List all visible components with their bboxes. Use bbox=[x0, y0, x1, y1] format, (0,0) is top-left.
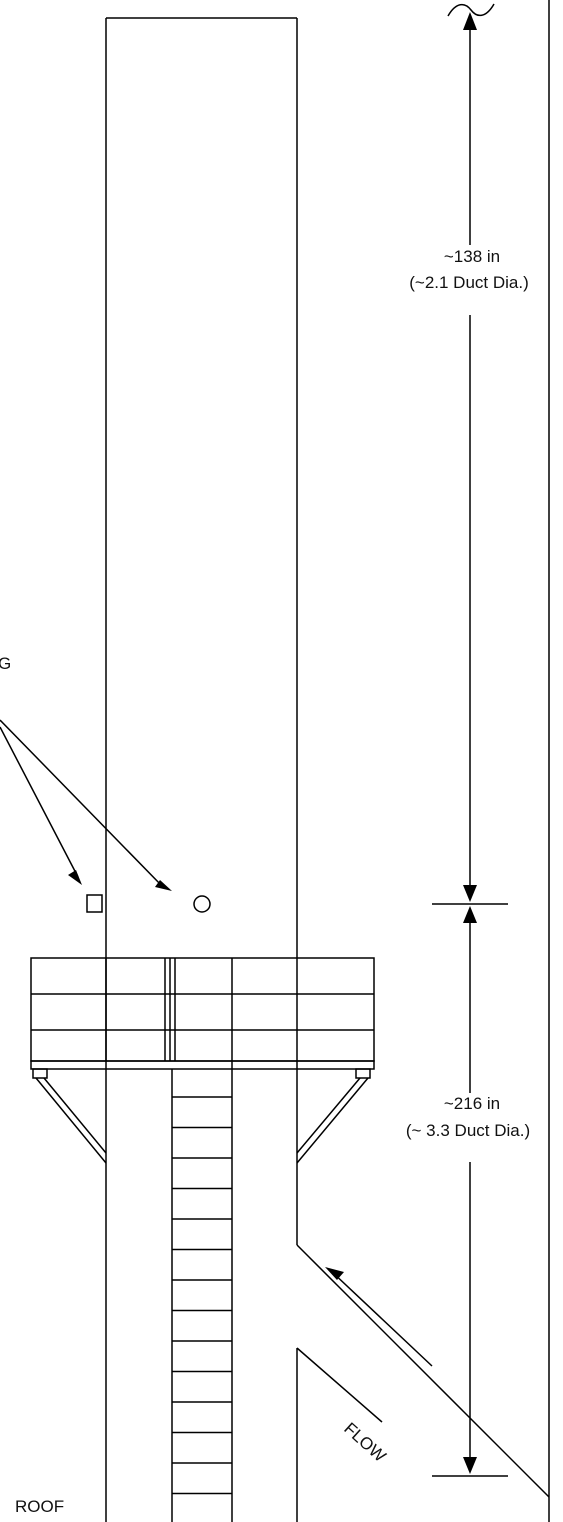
ladder-rungs bbox=[172, 1096, 232, 1495]
break-symbol bbox=[447, 3, 495, 17]
inlet-duct bbox=[296, 1244, 550, 1498]
upper-dimension-note: (~2.1 Duct Dia.) bbox=[409, 273, 529, 292]
ladder bbox=[171, 1061, 233, 1522]
upper-dimension-label: ~138 in bbox=[444, 247, 500, 266]
partial-label: G bbox=[0, 654, 11, 673]
flow-arrow bbox=[329, 1269, 433, 1367]
arrowheads bbox=[68, 12, 477, 1474]
dimension-lines bbox=[432, 22, 508, 1477]
lower-dimension-note: (~ 3.3 Duct Dia.) bbox=[406, 1121, 530, 1140]
flow-label: FLOW bbox=[340, 1419, 389, 1466]
platform-deck bbox=[30, 1060, 375, 1164]
sample-port-square bbox=[86, 894, 103, 913]
port-leader-arrows bbox=[0, 719, 164, 888]
stack-walls bbox=[105, 17, 298, 1522]
lower-dimension-label: ~216 in bbox=[444, 1094, 500, 1113]
platform-railing bbox=[30, 957, 375, 1062]
sample-port-round bbox=[193, 895, 211, 913]
roof-label: ROOF bbox=[15, 1497, 64, 1516]
